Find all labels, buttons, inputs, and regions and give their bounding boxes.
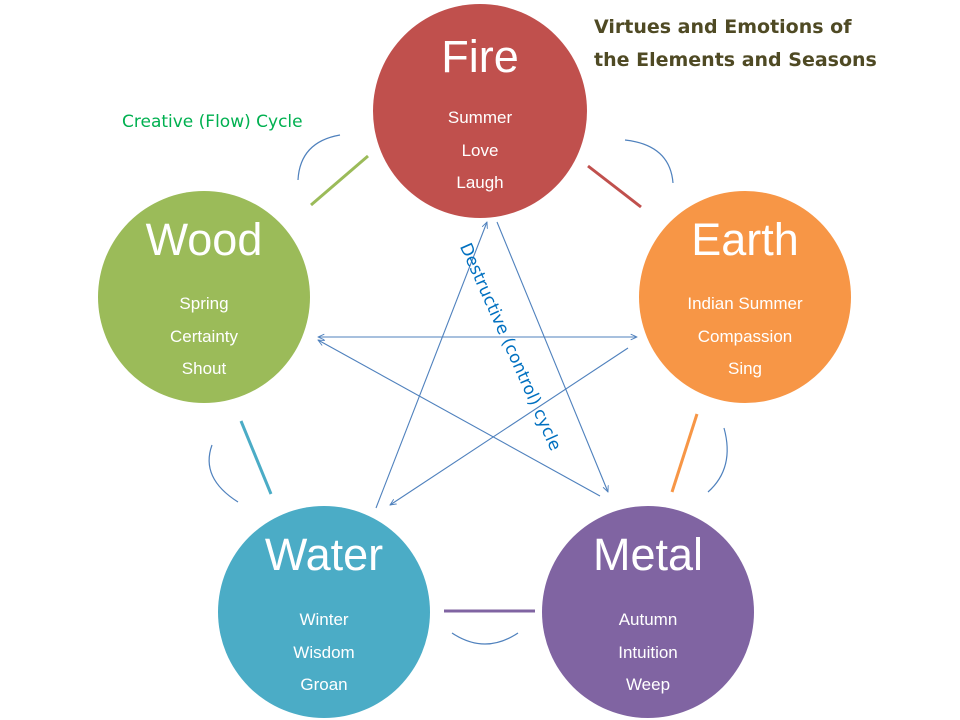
diagram-title-line-1: Virtues and Emotions of — [594, 16, 852, 38]
element-wood-virtue: Certainty — [169, 327, 239, 346]
arrow-earth-water — [390, 347, 629, 505]
element-water-sound: Groan — [300, 675, 348, 694]
element-metal-season: Autumn — [618, 610, 678, 629]
element-earth-sound: Sing — [727, 359, 763, 378]
creative-cycle-bars — [239, 154, 699, 613]
element-earth: Earth Indian Summer Compassion Sing — [639, 191, 851, 403]
bar-fire-earth — [587, 164, 642, 209]
element-earth-name: Earth — [691, 214, 799, 265]
element-fire-season: Summer — [447, 108, 513, 127]
element-metal-virtue: Intuition — [618, 643, 678, 662]
element-earth-virtue: Compassion — [697, 327, 793, 346]
creative-cycle-label: Creative (Flow) Cycle — [122, 112, 303, 132]
element-wood: Wood Spring Certainty Shout — [98, 191, 310, 403]
element-fire-virtue: Love — [461, 141, 499, 160]
element-fire: Fire Summer Love Laugh — [373, 4, 587, 218]
diagram-title-line-2: the Elements and Seasons — [594, 49, 877, 71]
element-earth-season: Indian Summer — [687, 294, 803, 313]
arc-metal-water — [451, 632, 519, 645]
destructive-cycle-arrows — [318, 221, 637, 509]
element-metal-name: Metal — [592, 529, 704, 580]
bar-wood-fire — [310, 154, 369, 207]
element-water-name: Water — [264, 529, 384, 580]
element-fire-name: Fire — [441, 31, 519, 82]
bar-water-wood — [239, 420, 273, 495]
creative-cycle-arcs — [208, 134, 728, 645]
arc-wood-fire — [297, 134, 341, 181]
element-wood-sound: Shout — [181, 359, 227, 378]
element-water-season: Winter — [299, 610, 349, 629]
arrow-metal-wood — [318, 340, 601, 497]
arc-water-wood — [208, 444, 239, 503]
arrow-fire-metal — [496, 221, 608, 492]
element-fire-sound: Laugh — [456, 173, 504, 192]
bar-earth-metal — [670, 413, 699, 493]
element-wood-season: Spring — [179, 294, 229, 313]
arc-fire-earth — [624, 139, 674, 184]
element-water-virtue: Wisdom — [293, 643, 355, 662]
arrow-water-fire — [375, 222, 487, 509]
element-wood-name: Wood — [145, 214, 263, 265]
element-metal-sound: Weep — [625, 675, 671, 694]
element-water: Water Winter Wisdom Groan — [218, 506, 430, 718]
arc-earth-metal — [707, 427, 728, 493]
element-metal: Metal Autumn Intuition Weep — [542, 506, 754, 718]
